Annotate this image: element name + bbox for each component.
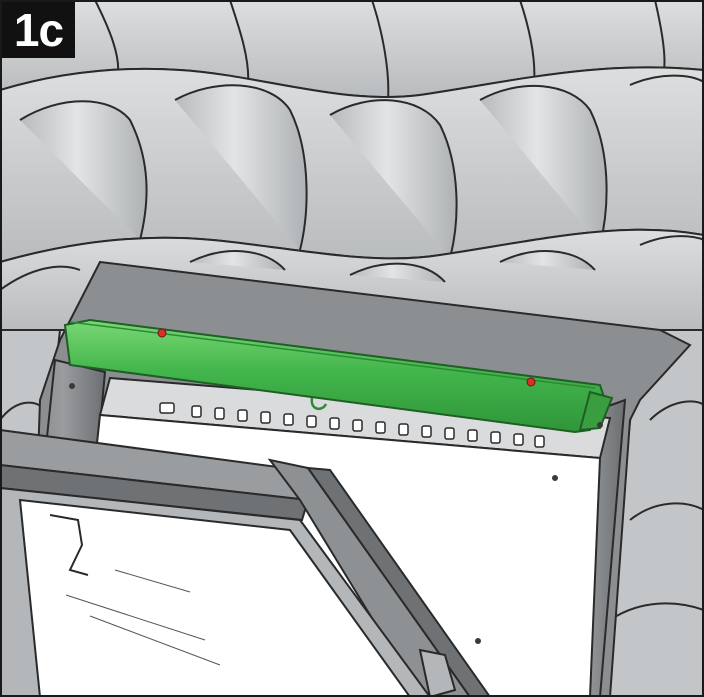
- red-marker-right: [526, 377, 536, 387]
- red-marker-left: [157, 328, 167, 338]
- screw-holes: [69, 383, 603, 644]
- ventilation-slots: [159, 402, 545, 448]
- open-sash: [0, 428, 492, 697]
- step-number-badge: 1c: [2, 2, 75, 58]
- glass-reflections: [65, 569, 221, 666]
